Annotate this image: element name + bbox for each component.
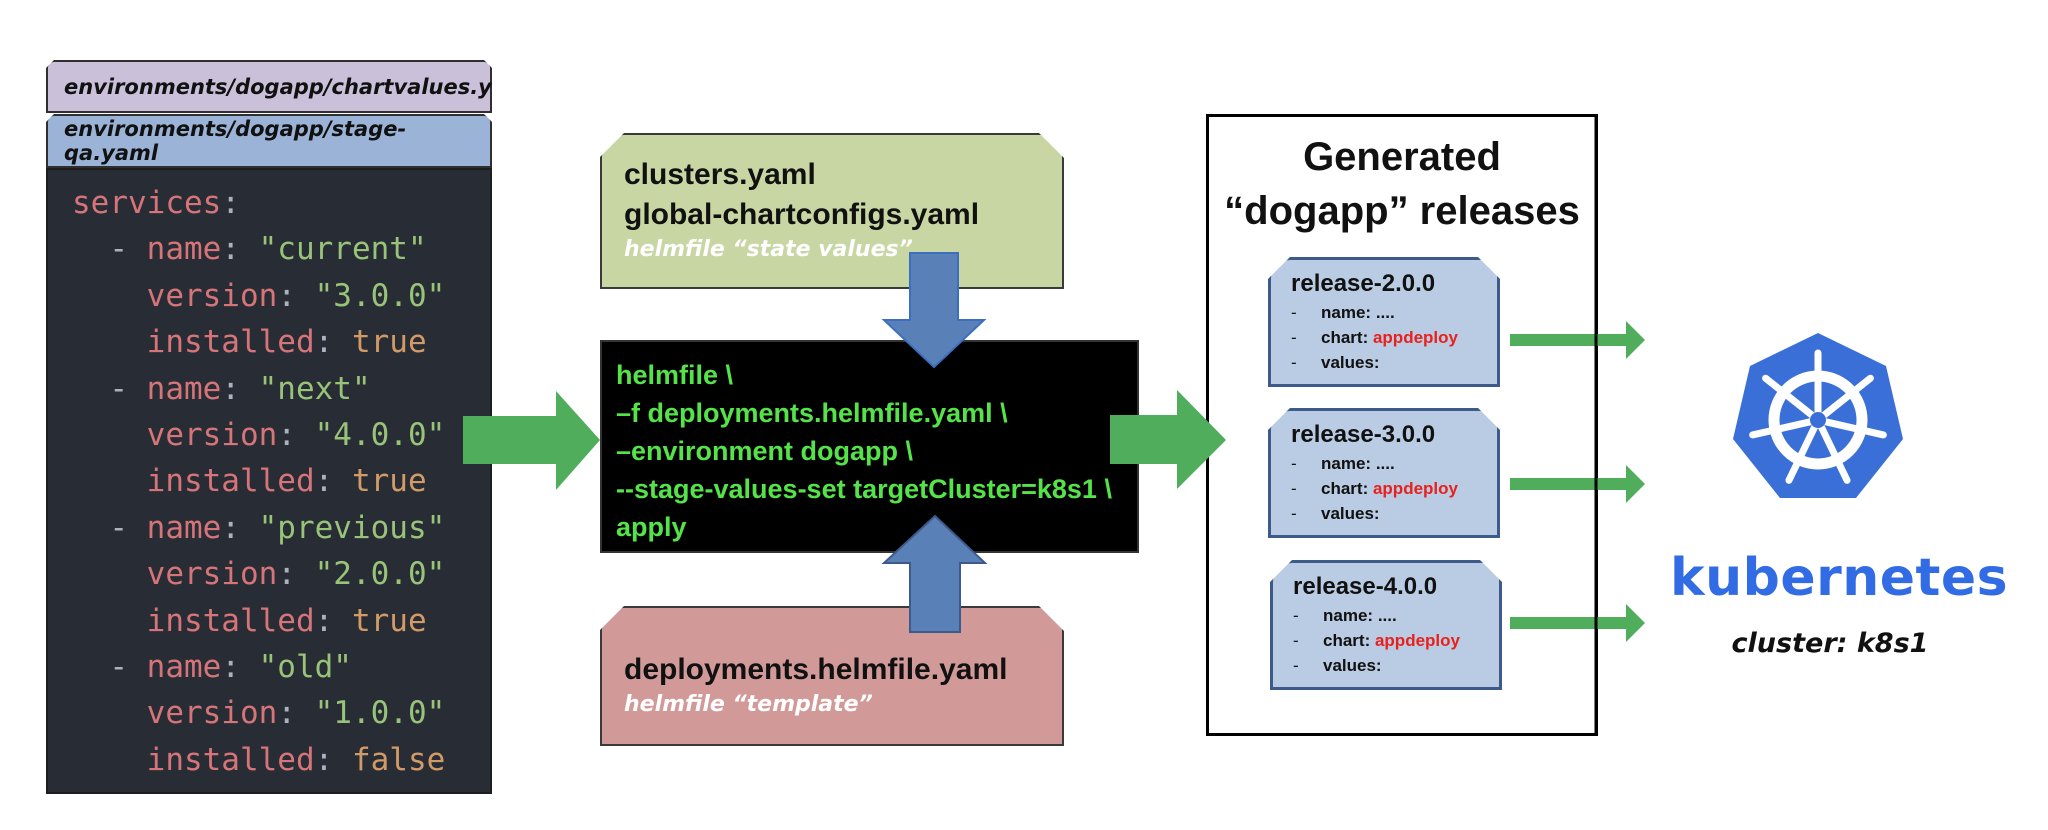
release-title: release-2.0.0 <box>1291 270 1436 297</box>
arrow-command-to-releases-icon <box>1110 390 1226 489</box>
release-name-line: -name: .... <box>1293 606 1397 625</box>
state-values-caption: helmfile “state values” <box>624 237 913 262</box>
helmfile-command-box: helmfile \ –f deployments.helmfile.yaml … <box>600 340 1139 553</box>
command-line: --stage-values-set targetCluster=k8s1 \ <box>616 474 1112 504</box>
yaml-service-3-name: - name: "old" <box>72 649 352 686</box>
global-chartconfigs-label: global-chartconfigs.yaml <box>624 198 980 231</box>
release-chart-line: -chart: appdeploy <box>1291 479 1458 498</box>
yaml-service-2-version: version: "2.0.0" <box>146 556 446 593</box>
command-line: –f deployments.helmfile.yaml \ <box>616 398 1008 428</box>
arrow-release-2-to-cluster-icon <box>1510 465 1645 503</box>
arrow-state-values-down-icon <box>881 252 987 369</box>
yaml-service-3-version: version: "1.0.0" <box>146 695 446 732</box>
yaml-root-line: services: <box>72 185 240 221</box>
kubernetes-wordmark: kubernetes <box>1670 548 2009 608</box>
template-box: deployments.helmfile.yaml helmfile “temp… <box>600 606 1064 746</box>
release-name-line: -name: .... <box>1291 303 1395 322</box>
generated-releases-title: Generated “dogapp” releases <box>1224 135 1580 233</box>
command-line: helmfile \ <box>616 360 734 390</box>
cluster-label: cluster: k8s1 <box>1731 628 1929 659</box>
release-card: release-3.0.0 -name: .... -chart: appdep… <box>1268 408 1500 538</box>
yaml-service-3-installed: installed: false <box>146 741 446 778</box>
clusters-yaml-label: clusters.yaml <box>624 158 816 191</box>
stage-qa-file-tab: environments/dogapp/stage-qa.yaml <box>46 114 492 168</box>
command-line: apply <box>616 512 687 542</box>
release-title: release-3.0.0 <box>1291 421 1436 448</box>
template-caption: helmfile “template” <box>624 692 873 717</box>
arrow-yaml-to-command-icon <box>463 391 600 490</box>
state-values-box: clusters.yaml global-chartconfigs.yaml h… <box>600 133 1064 289</box>
release-values-line: -values: <box>1291 504 1380 523</box>
chartvalues-file-label: environments/dogapp/chartvalues.yaml <box>64 74 536 99</box>
release-card: release-2.0.0 -name: .... -chart: appdep… <box>1268 257 1500 387</box>
yaml-service-1-installed: installed: true <box>146 463 427 500</box>
yaml-service-2-installed: installed: true <box>146 602 427 639</box>
arrow-release-3-to-cluster-icon <box>1510 604 1645 642</box>
yaml-service-1-name: - name: "next" <box>72 370 371 407</box>
release-card: release-4.0.0 -name: .... -chart: appdep… <box>1270 560 1502 690</box>
yaml-service-2-name: - name: "previous" <box>72 509 446 546</box>
yaml-code-panel: services: - name: "current" version: "3.… <box>46 168 492 794</box>
arrow-release-1-to-cluster-icon <box>1510 321 1645 359</box>
arrow-template-up-icon <box>881 514 988 633</box>
stage-qa-file-label: environments/dogapp/stage-qa.yaml <box>64 117 407 165</box>
yaml-service-0-name: - name: "current" <box>72 231 427 268</box>
yaml-service-0-installed: installed: true <box>146 324 427 361</box>
deployments-helmfile-label: deployments.helmfile.yaml <box>624 653 1008 686</box>
release-name-line: -name: .... <box>1291 454 1395 473</box>
yaml-service-0-version: version: "3.0.0" <box>146 277 446 314</box>
release-values-line: -values: <box>1293 656 1382 675</box>
release-chart-line: -chart: appdeploy <box>1293 631 1460 650</box>
release-chart-line: -chart: appdeploy <box>1291 328 1458 347</box>
command-line: –environment dogapp \ <box>616 436 914 466</box>
chartvalues-file-tab: environments/dogapp/chartvalues.yaml <box>46 60 492 113</box>
kubernetes-logo-icon <box>1733 333 1903 498</box>
release-values-line: -values: <box>1291 353 1380 372</box>
release-title: release-4.0.0 <box>1293 573 1438 600</box>
yaml-service-1-version: version: "4.0.0" <box>146 417 446 454</box>
